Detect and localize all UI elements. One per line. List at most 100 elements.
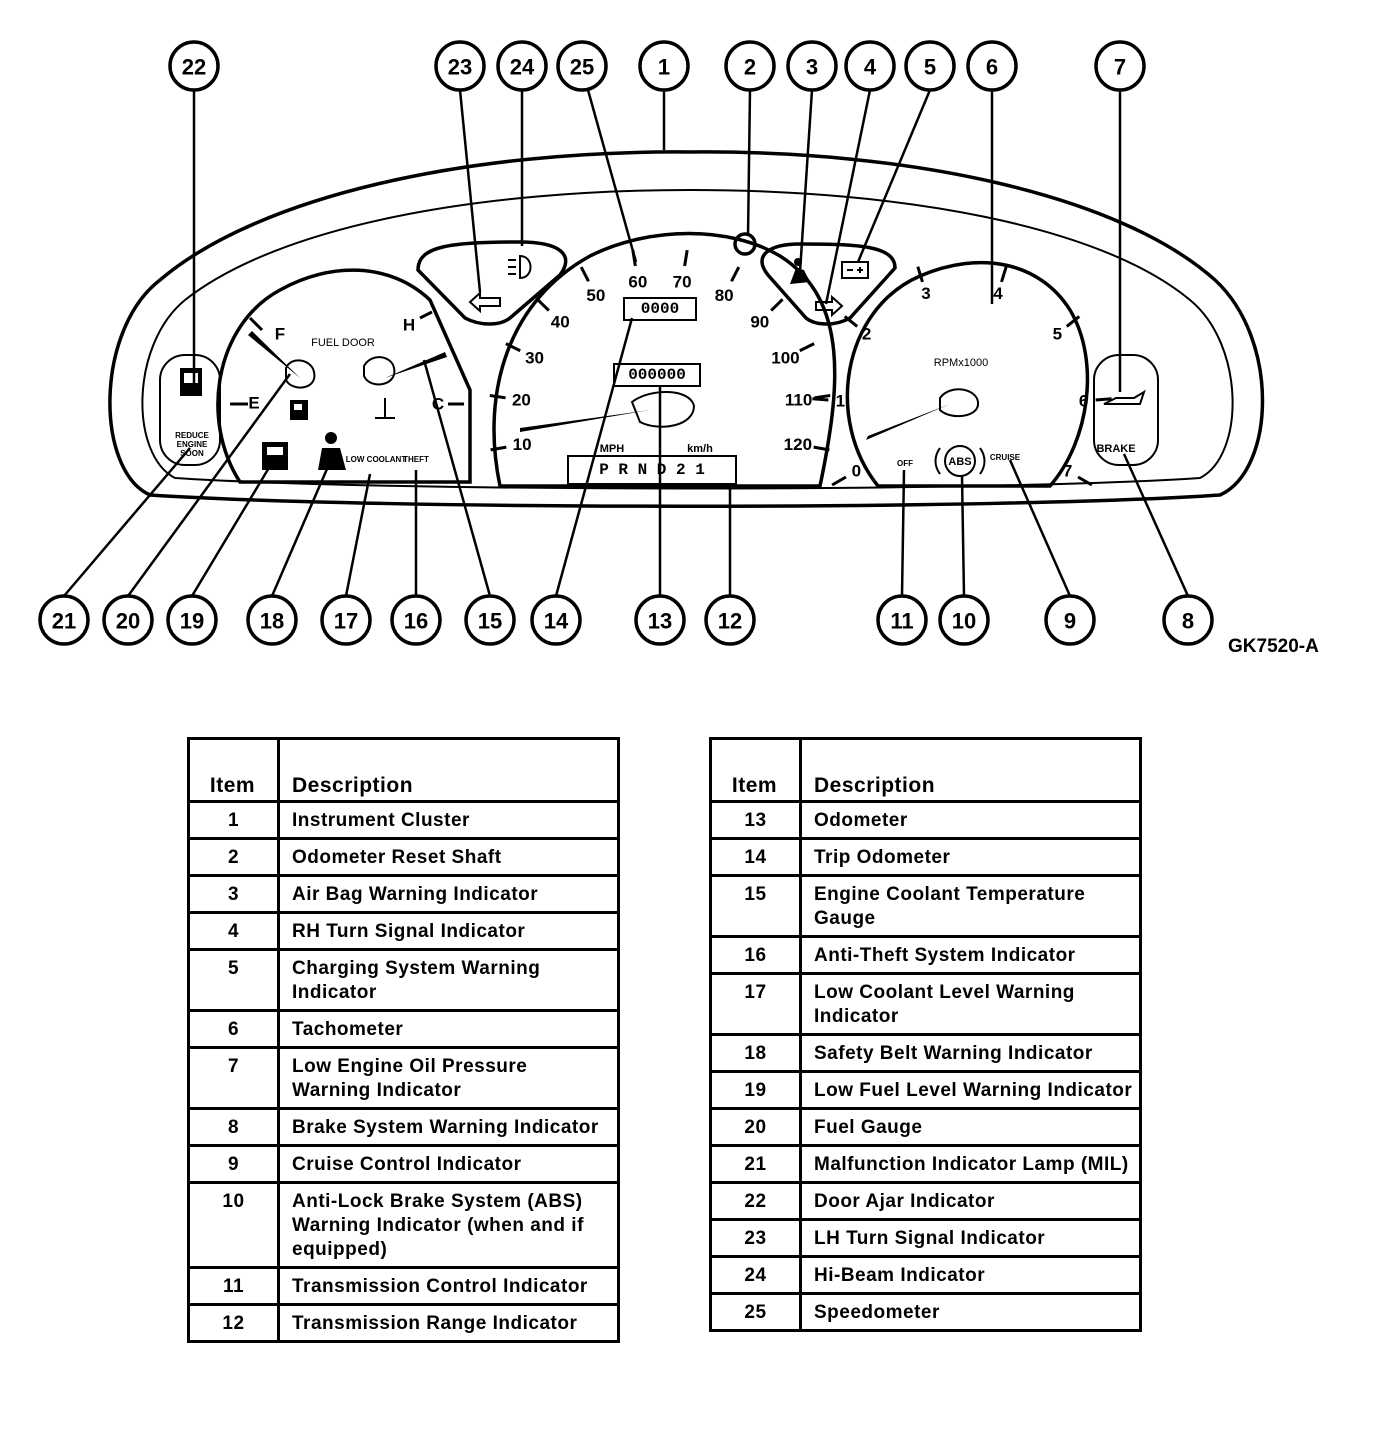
rpm-tick <box>916 266 924 283</box>
callout-number: 14 <box>544 609 569 634</box>
rpm-tick-label: 7 <box>1063 462 1072 481</box>
callout-marker: 25 <box>556 40 608 92</box>
mph-tick-label: 30 <box>525 348 544 367</box>
temp-pivot <box>363 356 396 386</box>
item-header: Item <box>709 737 802 803</box>
callout-number: 16 <box>404 609 428 634</box>
odometer-digits: 000000 <box>628 366 686 384</box>
callout-number: 17 <box>334 609 358 634</box>
battery-icon <box>841 261 869 279</box>
callout-number: 21 <box>52 609 76 634</box>
callout-number: 1 <box>658 55 670 80</box>
rpm-tick <box>812 397 829 402</box>
item-description: Safety Belt Warning Indicator <box>799 1033 1142 1073</box>
mph-tick <box>770 298 784 312</box>
speedometer-needle <box>520 410 650 432</box>
callout-circle <box>166 594 218 646</box>
mph-tick-label: 120 <box>784 435 812 454</box>
item-number: 3 <box>187 874 280 914</box>
item-number: 25 <box>709 1292 802 1332</box>
callout-circle <box>38 594 90 646</box>
transmission-range-window <box>567 455 737 485</box>
rpm-tick-label: 6 <box>1079 391 1088 410</box>
callout-number: 11 <box>890 609 913 634</box>
callout-circle <box>844 40 896 92</box>
callout-circle <box>246 594 298 646</box>
callout-circle <box>876 594 928 646</box>
item-description: Odometer <box>799 800 1142 840</box>
mph-tick <box>683 249 689 267</box>
item-number: 2 <box>187 837 280 877</box>
right-indicator-pod <box>760 242 897 326</box>
rpm-tick <box>831 475 847 487</box>
item-description: Air Bag Warning Indicator <box>277 874 620 914</box>
callout-number: 10 <box>952 609 976 634</box>
coolant-temp-icon <box>375 398 395 419</box>
left-lamp-pod <box>159 354 221 466</box>
callout-marker: 7 <box>1094 40 1146 92</box>
callout-marker: 24 <box>496 40 548 92</box>
callout-number: 2 <box>744 55 756 80</box>
mph-tick-label: 60 <box>628 272 647 291</box>
callout-marker: 13 <box>634 594 686 646</box>
low-fuel-pump-icon <box>262 442 288 470</box>
callout-marker: 8 <box>1162 594 1214 646</box>
item-description: Door Ajar Indicator <box>799 1181 1142 1221</box>
item-description: Trip Odometer <box>799 837 1142 877</box>
low-coolant-label: LOW COOLANT <box>346 455 407 464</box>
right-lamp-pod <box>1093 354 1159 466</box>
item-description: Odometer Reset Shaft <box>277 837 620 877</box>
callout-circle <box>634 594 686 646</box>
callout-number: 7 <box>1114 55 1126 80</box>
callout-number: 22 <box>182 55 206 80</box>
safety-belt-icon <box>318 432 346 470</box>
description-header: Description <box>799 737 1142 803</box>
mph-tick-label: 70 <box>673 272 692 291</box>
callout-circle <box>1094 40 1146 92</box>
odometer-reset-shaft[interactable] <box>733 232 757 256</box>
mph-tick <box>814 394 831 400</box>
item-number: 6 <box>187 1009 280 1049</box>
mil-label: REDUCE <box>175 431 209 440</box>
item-number: 19 <box>709 1070 802 1110</box>
rpm-tick-label: 5 <box>1053 324 1062 343</box>
tachometer-needle <box>866 404 950 440</box>
item-header: Item <box>187 737 280 803</box>
item-number: 7 <box>187 1046 280 1110</box>
cruise-label: CRUISE <box>990 453 1021 462</box>
tachometer-pivot <box>939 388 979 418</box>
cluster-bezel <box>141 188 1234 490</box>
callout-marker: 16 <box>390 594 442 646</box>
od-off-label: OFF <box>897 459 913 468</box>
callout-marker: 6 <box>966 40 1018 92</box>
mph-tick-label: 80 <box>715 286 734 305</box>
item-description: Engine Coolant Temperature Gauge <box>799 874 1142 938</box>
item-description: Hi-Beam Indicator <box>799 1255 1142 1295</box>
item-number: 16 <box>709 935 802 975</box>
callout-circle <box>1044 594 1096 646</box>
door-ajar-icon <box>180 368 202 396</box>
hi-beam-icon <box>508 254 532 280</box>
item-description: Instrument Cluster <box>277 800 620 840</box>
callout-marker: 20 <box>102 594 154 646</box>
abs-label: ABS <box>948 456 971 468</box>
mph-tick <box>730 266 741 283</box>
item-number: 4 <box>187 911 280 951</box>
callout-circle <box>434 40 486 92</box>
callout-circle <box>496 40 548 92</box>
mph-tick <box>505 342 521 353</box>
item-number: 10 <box>187 1181 280 1269</box>
item-description: Speedometer <box>799 1292 1142 1332</box>
temp-h-label: H <box>403 316 415 335</box>
callout-circle <box>938 594 990 646</box>
callout-circle <box>530 594 582 646</box>
mph-tick-label: 10 <box>513 435 532 454</box>
